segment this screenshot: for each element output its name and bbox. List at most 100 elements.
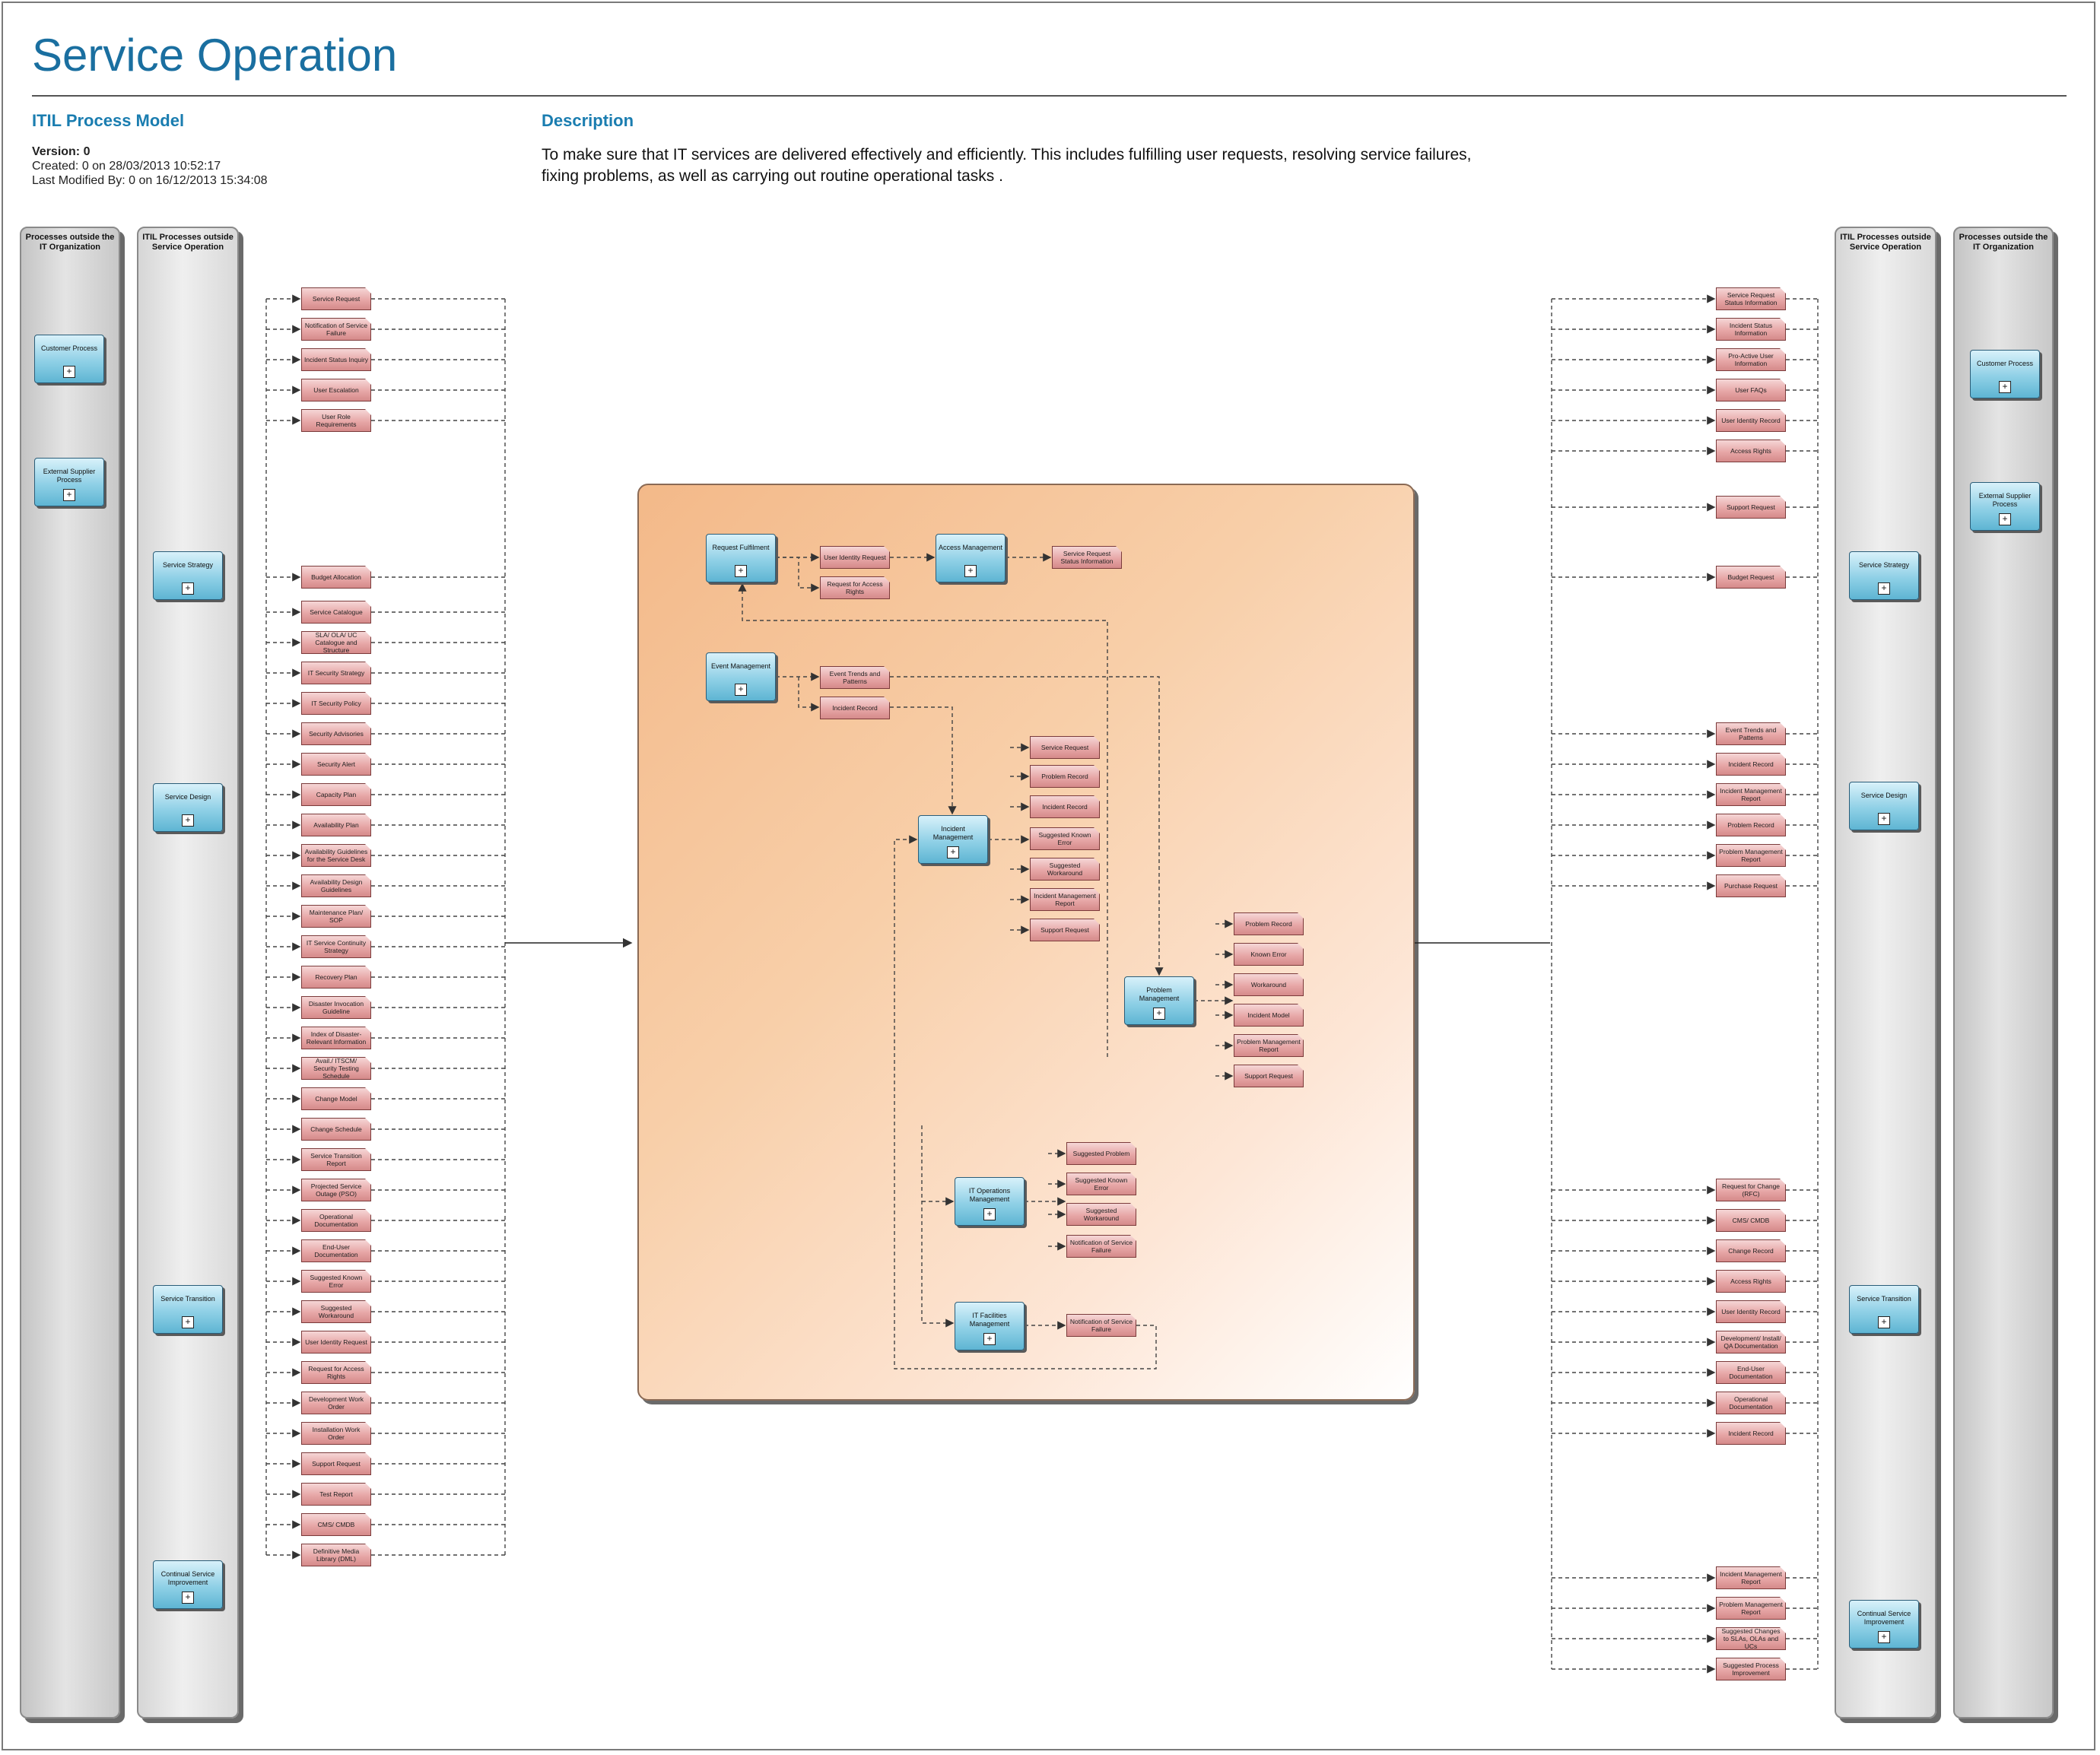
- left-document[interactable]: Service Catalogue: [301, 601, 371, 624]
- right-document[interactable]: End-User Documentation: [1716, 1361, 1786, 1384]
- left-document[interactable]: Test Report: [301, 1483, 371, 1506]
- right-document[interactable]: Incident Record: [1716, 1422, 1786, 1445]
- service-design-left[interactable]: Service Design+: [153, 783, 223, 832]
- expand-icon[interactable]: +: [63, 489, 75, 501]
- customer-process-right[interactable]: Customer Process+: [1970, 350, 2040, 398]
- center-document[interactable]: Known Error: [1234, 943, 1304, 966]
- left-document[interactable]: Operational Documentation: [301, 1209, 371, 1232]
- expand-icon[interactable]: +: [182, 582, 194, 595]
- expand-icon[interactable]: +: [1878, 813, 1890, 825]
- event-management-process[interactable]: Event Management+: [706, 652, 776, 701]
- left-document[interactable]: Installation Work Order: [301, 1422, 371, 1445]
- center-document[interactable]: Problem Record: [1030, 765, 1100, 788]
- right-document[interactable]: Incident Status Information: [1716, 318, 1786, 341]
- left-document[interactable]: Service Request: [301, 287, 371, 310]
- right-document[interactable]: Operational Documentation: [1716, 1392, 1786, 1414]
- right-document[interactable]: Service Request Status Information: [1716, 287, 1786, 310]
- expand-icon[interactable]: +: [182, 1316, 194, 1328]
- expand-icon[interactable]: +: [182, 814, 194, 827]
- right-document[interactable]: Pro-Active User Information: [1716, 348, 1786, 371]
- right-document[interactable]: User FAQs: [1716, 379, 1786, 401]
- right-document[interactable]: Problem Management Report: [1716, 844, 1786, 867]
- left-document[interactable]: Index of Disaster-Relevant Information: [301, 1027, 371, 1049]
- left-document[interactable]: User Escalation: [301, 379, 371, 401]
- left-document[interactable]: Projected Service Outage (PSO): [301, 1179, 371, 1201]
- expand-icon[interactable]: +: [1999, 513, 2011, 525]
- right-document[interactable]: Purchase Request: [1716, 874, 1786, 897]
- center-document[interactable]: Support Request: [1234, 1065, 1304, 1087]
- problem-management-process[interactable]: Problem Management+: [1124, 976, 1194, 1025]
- it-facilities-management-process[interactable]: IT Facilities Management+: [955, 1302, 1025, 1350]
- left-document[interactable]: Security Alert: [301, 753, 371, 776]
- right-document[interactable]: Incident Management Report: [1716, 1566, 1786, 1589]
- center-document[interactable]: Notification of Service Failure: [1066, 1235, 1136, 1258]
- expand-icon[interactable]: +: [63, 366, 75, 378]
- left-document[interactable]: CMS/ CMDB: [301, 1513, 371, 1536]
- center-document[interactable]: Service Request Status Information: [1052, 546, 1122, 569]
- external-supplier-process-left[interactable]: External Supplier Process+: [34, 458, 104, 506]
- right-document[interactable]: Support Request: [1716, 496, 1786, 519]
- center-document[interactable]: Suggested Problem: [1066, 1142, 1136, 1165]
- left-document[interactable]: Availability Plan: [301, 814, 371, 836]
- right-document[interactable]: Problem Management Report: [1716, 1597, 1786, 1620]
- center-document[interactable]: Incident Record: [820, 697, 890, 719]
- left-document[interactable]: User Identity Request: [301, 1331, 371, 1354]
- right-document[interactable]: Problem Record: [1716, 814, 1786, 836]
- service-transition-left[interactable]: Service Transition+: [153, 1285, 223, 1334]
- left-document[interactable]: Suggested Workaround: [301, 1300, 371, 1323]
- left-document[interactable]: Availability Design Guidelines: [301, 874, 371, 897]
- left-document[interactable]: End-User Documentation: [301, 1239, 371, 1262]
- left-document[interactable]: Disaster Invocation Guideline: [301, 996, 371, 1019]
- right-document[interactable]: Incident Record: [1716, 753, 1786, 776]
- right-document[interactable]: User Identity Record: [1716, 409, 1786, 432]
- center-document[interactable]: Suggested Workaround: [1030, 858, 1100, 881]
- center-document[interactable]: Problem Record: [1234, 912, 1304, 935]
- center-document[interactable]: Suggested Known Error: [1066, 1173, 1136, 1195]
- right-document[interactable]: Request for Change (RFC): [1716, 1179, 1786, 1201]
- right-document[interactable]: Suggested Process Improvement: [1716, 1658, 1786, 1680]
- expand-icon[interactable]: +: [1878, 1631, 1890, 1643]
- left-document[interactable]: Availability Guidelines for the Service …: [301, 844, 371, 867]
- left-document[interactable]: Change Schedule: [301, 1118, 371, 1141]
- center-document[interactable]: Service Request: [1030, 736, 1100, 759]
- right-document[interactable]: Suggested Changes to SLAs, OLAs and UCs: [1716, 1627, 1786, 1650]
- center-document[interactable]: Workaround: [1234, 973, 1304, 996]
- left-document[interactable]: Budget Allocation: [301, 566, 371, 589]
- continual-service-improvement-left[interactable]: Continual Service Improvement+: [153, 1560, 223, 1609]
- left-document[interactable]: Security Advisories: [301, 722, 371, 745]
- right-document[interactable]: Access Rights: [1716, 440, 1786, 462]
- incident-management-process[interactable]: Incident Management+: [918, 815, 988, 864]
- right-document[interactable]: CMS/ CMDB: [1716, 1209, 1786, 1232]
- left-document[interactable]: Request for Access Rights: [301, 1361, 371, 1384]
- center-document[interactable]: Suggested Known Error: [1030, 827, 1100, 850]
- request-fulfilment-process[interactable]: Request Fulfilment+: [706, 534, 776, 582]
- continual-service-improvement-right[interactable]: Continual Service Improvement+: [1849, 1600, 1919, 1649]
- service-design-right[interactable]: Service Design+: [1849, 782, 1919, 830]
- left-document[interactable]: Definitive Media Library (DML): [301, 1544, 371, 1566]
- left-document[interactable]: IT Service Continuity Strategy: [301, 935, 371, 958]
- left-document[interactable]: Support Request: [301, 1452, 371, 1475]
- expand-icon[interactable]: +: [983, 1208, 996, 1220]
- left-document[interactable]: Suggested Known Error: [301, 1270, 371, 1293]
- expand-icon[interactable]: +: [735, 565, 747, 577]
- left-document[interactable]: SLA/ OLA/ UC Catalogue and Structure: [301, 631, 371, 654]
- left-document[interactable]: Notification of Service Failure: [301, 318, 371, 341]
- right-document[interactable]: User Identity Record: [1716, 1300, 1786, 1323]
- expand-icon[interactable]: +: [1153, 1008, 1165, 1020]
- service-strategy-left[interactable]: Service Strategy+: [153, 551, 223, 600]
- right-document[interactable]: Budget Request: [1716, 566, 1786, 589]
- expand-icon[interactable]: +: [1999, 381, 2011, 393]
- center-document[interactable]: Incident Record: [1030, 795, 1100, 818]
- left-document[interactable]: Incident Status Inquiry: [301, 348, 371, 371]
- it-operations-management-process[interactable]: IT Operations Management+: [955, 1177, 1025, 1226]
- right-document[interactable]: Change Record: [1716, 1239, 1786, 1262]
- external-supplier-process-right[interactable]: External Supplier Process+: [1970, 482, 2040, 531]
- left-document[interactable]: Capacity Plan: [301, 783, 371, 806]
- right-document[interactable]: Access Rights: [1716, 1270, 1786, 1293]
- expand-icon[interactable]: +: [1878, 582, 1890, 595]
- expand-icon[interactable]: +: [735, 684, 747, 696]
- expand-icon[interactable]: +: [983, 1333, 996, 1345]
- center-document[interactable]: Event Trends and Patterns: [820, 666, 890, 689]
- customer-process-left[interactable]: Customer Process+: [34, 335, 104, 383]
- center-document[interactable]: Problem Management Report: [1234, 1034, 1304, 1057]
